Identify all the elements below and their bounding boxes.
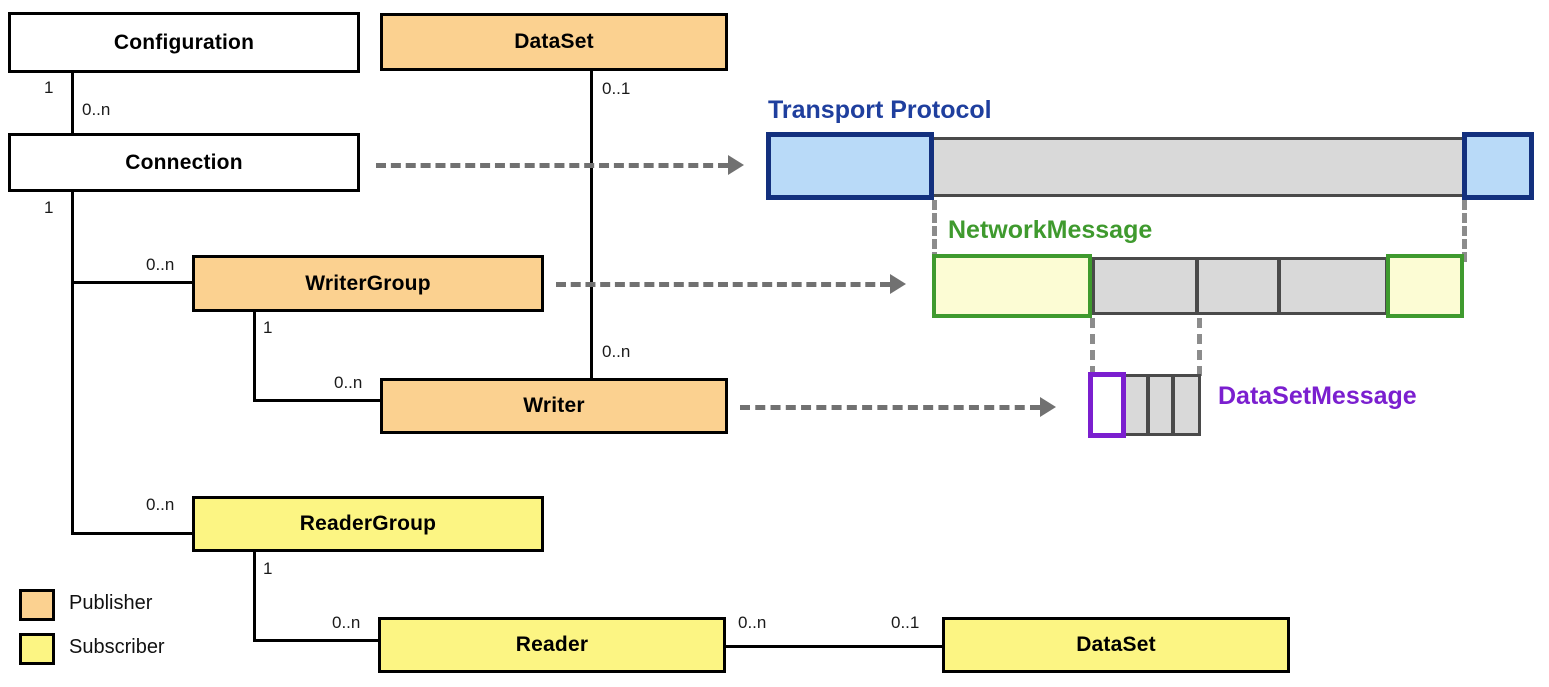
class-label-writergroup: WriterGroup: [305, 271, 431, 295]
assoc-readergroup-reader-vertical: [253, 552, 256, 642]
mult-connection-to-readergroup: 0..n: [146, 495, 175, 514]
mapping-arrow-writer-datasetmessage-head: [1040, 397, 1056, 417]
assoc-connection-spine: [71, 192, 74, 535]
mult-config-to-connection-dst: 0..n: [82, 100, 111, 119]
class-label-dataset-publisher: DataSet: [514, 30, 594, 53]
mapping-arrow-writer-datasetmessage: [740, 405, 1040, 410]
network-segment-payload-2: [1196, 257, 1280, 315]
class-box-dataset-subscriber[interactable]: DataSet: [942, 617, 1290, 673]
network-segment-header: [932, 254, 1092, 318]
mapping-arrow-writergroup-networkmessage-head: [890, 274, 906, 294]
message-title-networkmessage: NetworkMessage: [948, 216, 1153, 244]
mult-writergroup-to-writer: 0..n: [334, 373, 363, 392]
legend-label-publisher: Publisher: [69, 592, 153, 614]
class-box-readergroup[interactable]: ReaderGroup: [192, 496, 544, 552]
class-label-writer: Writer: [523, 394, 585, 417]
class-label-readergroup: ReaderGroup: [299, 512, 437, 535]
class-box-dataset-publisher[interactable]: DataSet: [380, 13, 728, 71]
mult-readergroup-src: 1: [263, 559, 273, 578]
datasetmessage-segment-field-1: [1122, 374, 1149, 436]
mult-readergroup-to-reader: 0..n: [332, 613, 361, 632]
class-box-connection[interactable]: Connection: [8, 133, 360, 192]
assoc-readergroup-reader-horizontal: [253, 639, 381, 642]
assoc-writergroup-writer-vertical: [253, 312, 256, 402]
mapping-arrow-writergroup-networkmessage: [556, 282, 890, 287]
leader-transport-network-right: [1462, 200, 1467, 262]
datasetmessage-segment-header: [1088, 372, 1126, 438]
mult-reader-to-dataset-dst: 0..1: [891, 613, 920, 632]
assoc-writergroup-writer-horizontal: [253, 399, 383, 402]
datasetmessage-segment-field-3: [1172, 374, 1201, 436]
message-title-transport-protocol: Transport Protocol: [768, 96, 992, 124]
mult-config-to-connection-src: 1: [44, 78, 54, 97]
legend-label-subscriber: Subscriber: [69, 636, 165, 658]
leader-network-datasetmessage-left: [1090, 318, 1095, 376]
class-box-reader[interactable]: Reader: [378, 617, 726, 673]
mult-dataset-to-writer-dst: 0..n: [602, 342, 631, 361]
assoc-dataset-writer: [590, 71, 593, 379]
network-segment-payload-1: [1092, 257, 1198, 315]
class-box-configuration[interactable]: Configuration: [8, 12, 360, 73]
assoc-connection-readergroup: [71, 532, 192, 535]
mult-dataset-to-writer-src: 0..1: [602, 79, 631, 98]
class-label-reader: Reader: [515, 633, 589, 656]
class-box-writer[interactable]: Writer: [380, 378, 728, 434]
leader-network-datasetmessage-right: [1197, 318, 1202, 376]
mapping-arrow-connection-transport-head: [728, 155, 744, 175]
mult-writergroup-src: 1: [263, 318, 273, 337]
leader-transport-network-left: [932, 200, 937, 262]
legend-swatch-publisher: [19, 589, 55, 621]
legend-swatch-subscriber: [19, 633, 55, 665]
assoc-reader-dataset: [726, 645, 942, 648]
network-segment-payload-3: [1278, 257, 1388, 315]
mult-connection-branch: 1: [44, 198, 54, 217]
assoc-connection-writergroup: [71, 281, 192, 284]
assoc-configuration-connection: [71, 73, 74, 134]
transport-segment-trailer: [1462, 132, 1534, 200]
class-box-writergroup[interactable]: WriterGroup: [192, 255, 544, 312]
class-label-dataset-subscriber: DataSet: [1076, 633, 1156, 656]
transport-segment-payload: [930, 137, 1465, 197]
class-label-connection: Connection: [125, 150, 243, 174]
mult-connection-to-writergroup: 0..n: [146, 255, 175, 274]
mult-reader-to-dataset-src: 0..n: [738, 613, 767, 632]
mapping-arrow-connection-transport: [376, 163, 728, 168]
message-title-datasetmessage: DataSetMessage: [1218, 382, 1417, 410]
network-segment-trailer: [1386, 254, 1464, 318]
class-label-configuration: Configuration: [113, 30, 255, 54]
datasetmessage-segment-field-2: [1147, 374, 1174, 436]
transport-segment-header: [766, 132, 934, 200]
